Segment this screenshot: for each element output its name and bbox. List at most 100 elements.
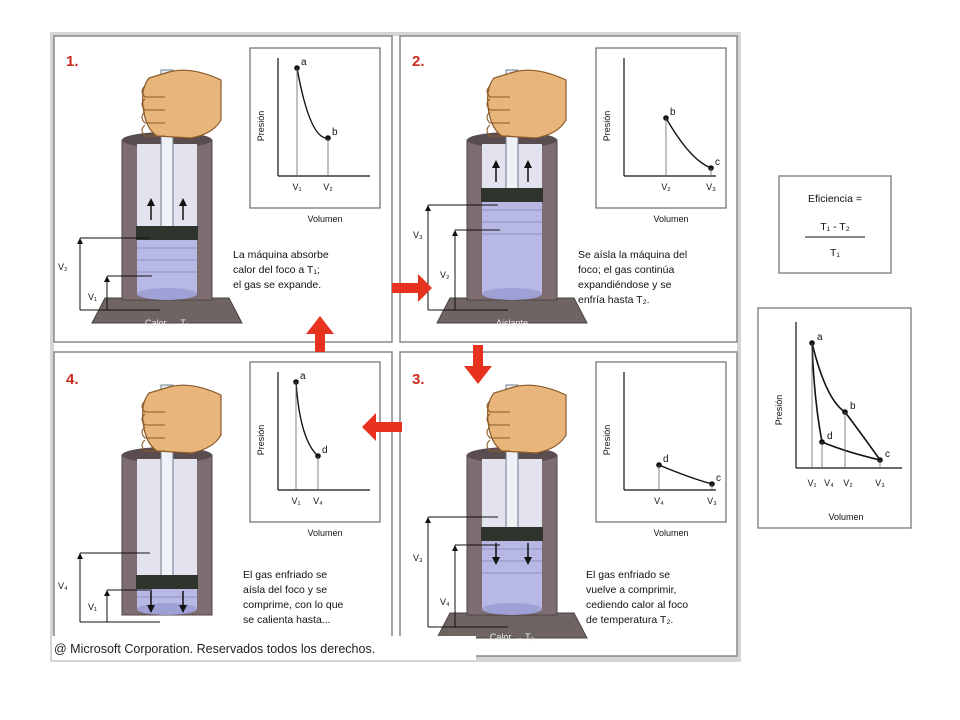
caption-line: vuelve a comprimir,: [586, 584, 676, 596]
panel-2-vol-label-a: V₃: [413, 230, 423, 240]
caption-line: enfría hasta T₂.: [578, 294, 650, 306]
finger-line: [141, 413, 165, 426]
finger-line: [486, 124, 510, 137]
engine-base: [92, 613, 242, 638]
panel-4-vol-label-a: V₄: [58, 581, 68, 591]
motion-arrow-down-icon: [147, 605, 155, 613]
gas-bottom: [137, 288, 197, 300]
piston-head: [136, 226, 198, 240]
hand-icon: [142, 384, 222, 454]
efficiency-numerator: T₁ - T₂: [820, 221, 850, 233]
finger-line: [486, 111, 510, 124]
arrow-right-icon: [392, 274, 432, 302]
x-tick-label: V₄: [313, 496, 323, 506]
piston-head: [481, 188, 543, 202]
piston-head: [481, 527, 543, 541]
panel-1-vol-label-a: V₂: [58, 262, 68, 272]
x-tick-label: V₃: [875, 478, 885, 488]
motion-arrow-down-icon: [524, 557, 532, 565]
motion-arrow-up-icon: [524, 160, 532, 168]
panel-3-number: 3.: [412, 371, 425, 388]
x-axis-label: Volumen: [653, 214, 688, 224]
cycle-arrows: [306, 274, 492, 441]
engine-base: [436, 612, 588, 639]
finger-line: [141, 426, 165, 439]
caption-line: aísla del foco y se: [243, 584, 327, 596]
panel-1-number: 1.: [66, 53, 79, 70]
x-axis-label: Volumen: [828, 512, 863, 522]
x-tick-label: V₃: [707, 496, 717, 506]
panel-4-engine: [77, 384, 242, 638]
caption-line: se calienta hasta...: [243, 614, 331, 626]
pv-point-label: c: [715, 157, 720, 168]
motion-arrow-up-icon: [147, 198, 155, 206]
panel-2-engine: [425, 69, 588, 324]
x-axis-label: Volumen: [307, 214, 342, 224]
panel-3-engine: [425, 384, 588, 639]
bracket-arrow-icon: [77, 238, 83, 244]
caption-line: el gas se expande.: [233, 279, 321, 291]
graph-frame: [595, 361, 727, 523]
finger-line: [486, 426, 510, 439]
finger-line: [141, 400, 165, 413]
y-axis-label: Presión: [774, 395, 784, 426]
pv-curve: [665, 117, 712, 169]
arrow-left-icon: [362, 413, 402, 441]
pv-curve: [295, 381, 319, 457]
motion-arrow-up-icon: [492, 160, 500, 168]
pv-point-label: b: [332, 127, 338, 138]
summary-graph-frame: [757, 307, 912, 529]
pv-point-label: d: [827, 431, 833, 442]
motion-arrow-up-icon: [179, 198, 187, 206]
gas-volume: [482, 541, 542, 609]
pv-point-label: d: [663, 454, 669, 465]
caption-line: expandiéndose y se: [578, 279, 672, 291]
panel-4-vol-label-b: V₁: [88, 602, 97, 612]
pv-point-label: a: [301, 57, 307, 68]
pv-point-label: a: [817, 332, 823, 343]
panel-1-base-label: Calor → T₁: [145, 318, 189, 328]
finger-line: [486, 98, 510, 111]
caption-line: El gas enfriado se: [586, 569, 670, 581]
hand-icon: [487, 384, 567, 454]
y-axis-label: Presión: [256, 425, 266, 456]
x-axis-label: Volumen: [307, 528, 342, 538]
engine-base: [436, 297, 588, 324]
x-tick-label: V₂: [323, 182, 333, 192]
graph-frame: [595, 47, 727, 209]
caption-line: cediendo calor al foco: [586, 599, 688, 611]
y-axis-label: Presión: [602, 425, 612, 456]
x-tick-label: V₄: [824, 478, 834, 488]
panel-2-vol-label-b: V₂: [440, 270, 450, 280]
panel-1-caption: La máquina absorbe calor del foco a T₁; …: [233, 249, 329, 291]
panel-2-caption: Se aísla la máquina del foco; el gas con…: [578, 249, 687, 306]
panel-3-vol-label-b: V₄: [440, 597, 450, 607]
finger-line: [486, 413, 510, 426]
efficiency-label: Eficiencia =: [808, 193, 862, 205]
gas-bottom: [137, 603, 197, 615]
bracket-arrow-icon: [104, 276, 110, 282]
x-tick-label: V₂: [661, 182, 671, 192]
bracket-arrow-icon: [104, 590, 110, 596]
x-tick-label: V₁: [291, 496, 300, 506]
panel-3-base-label: Calor → T₂: [490, 632, 535, 642]
caption-line: de temperatura T₂.: [586, 614, 673, 626]
x-tick-label: V₃: [706, 182, 716, 192]
pv-curve: [296, 67, 329, 139]
finger-line: [486, 400, 510, 413]
panel-3-caption: El gas enfriado se vuelve a comprimir, c…: [586, 569, 688, 626]
caption-line: La máquina absorbe: [233, 249, 329, 261]
piston-head: [136, 575, 198, 589]
y-axis-label: Presión: [602, 111, 612, 142]
finger-line: [141, 439, 165, 452]
pv-point-label: b: [850, 401, 856, 412]
gas-bottom: [482, 603, 542, 615]
panel-1-engine: [77, 69, 243, 324]
x-tick-label: V₁: [807, 478, 816, 488]
bracket-arrow-icon: [452, 230, 458, 236]
caption-line: foco; el gas continúa: [578, 264, 674, 276]
arrow-down-icon: [464, 345, 492, 384]
